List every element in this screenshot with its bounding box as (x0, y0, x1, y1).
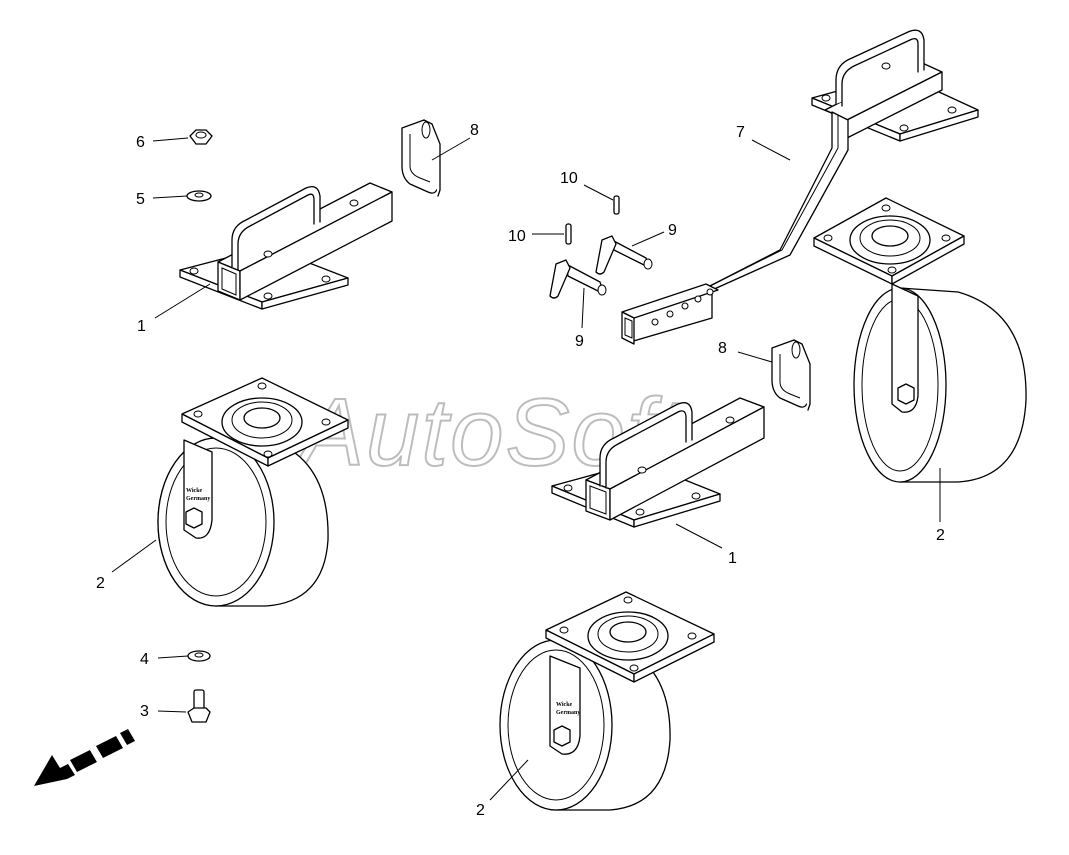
washer-upper (186, 190, 212, 202)
clip-middle (771, 339, 811, 411)
castor-wheel-left: Wicke Germany (157, 377, 349, 607)
callout-2-right: 2 (936, 527, 945, 544)
bracket-left (179, 182, 393, 310)
linch-pin-upper (613, 195, 620, 215)
callout-1-center: 1 (728, 550, 737, 567)
washer-lower (187, 650, 211, 662)
callout-8-middle: 8 (718, 340, 727, 357)
callout-7: 7 (736, 124, 745, 141)
nut (189, 129, 213, 145)
callout-5: 5 (136, 191, 145, 208)
callout-2-left: 2 (96, 575, 105, 592)
callout-3: 3 (140, 703, 149, 720)
pin-lower (549, 259, 607, 299)
callout-9-upper: 9 (668, 222, 677, 239)
callout-10-upper: 10 (560, 170, 578, 187)
callout-9-lower: 9 (575, 333, 584, 350)
wheel-marking-line1-b: Wicke (556, 702, 573, 708)
callout-10-lower: 10 (508, 228, 526, 245)
bracket-center (551, 397, 765, 528)
wheel-marking-line2-b: Germany (556, 710, 580, 716)
callout-2-bottom: 2 (476, 802, 485, 819)
callout-6: 6 (136, 134, 145, 151)
wheel-marking-line2: Germany (186, 496, 210, 502)
clip-upper (401, 119, 441, 197)
drawbar (621, 29, 979, 345)
castor-wheel-bottom: Wicke Germany (499, 591, 715, 811)
castor-wheel-right (813, 197, 1027, 483)
pin-upper (595, 235, 653, 275)
callouts: 1 1 2 2 2 3 4 5 6 7 8 8 9 9 10 10 (96, 122, 945, 819)
callout-8-upper: 8 (470, 122, 479, 139)
wheel-marking-line1: Wicke (186, 488, 203, 494)
leader-lines (111, 137, 941, 801)
forward-arrow-icon (34, 729, 135, 786)
callout-4: 4 (140, 651, 149, 668)
callout-1-left: 1 (137, 318, 146, 335)
bolt (187, 689, 211, 723)
linch-pin-lower (565, 223, 572, 245)
